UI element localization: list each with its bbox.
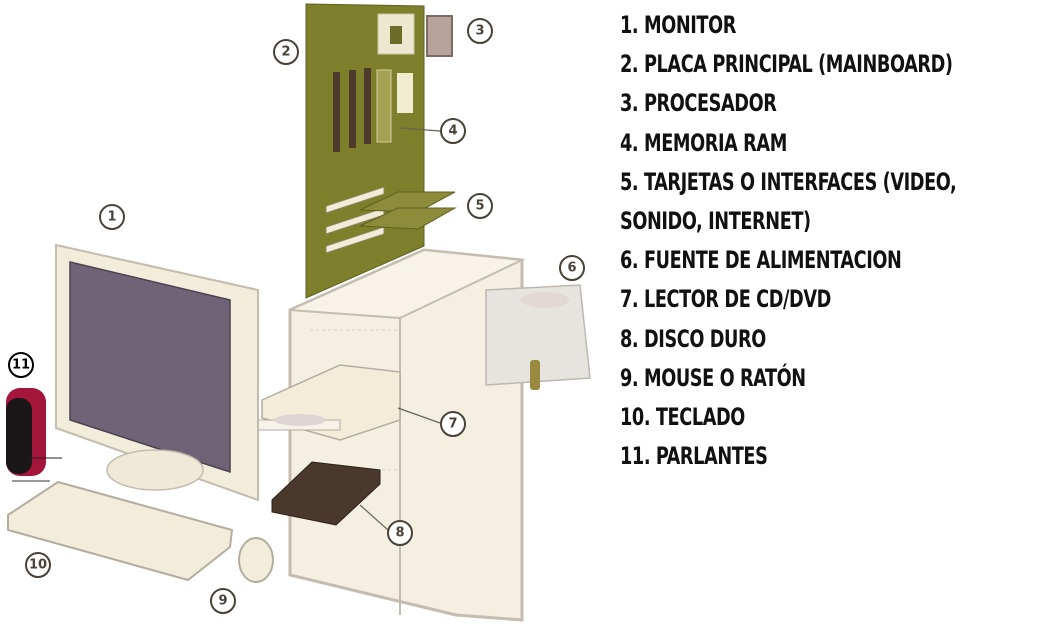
power-supply (485, 284, 591, 390)
legend-item-ram: 4. MEMORIA RAM (620, 128, 787, 157)
legend-item-cd-dvd: 7. LECTOR DE CD/DVD (620, 285, 831, 314)
legend-item-cards: 5. TARJETAS O INTERFACES (VIDEO, (620, 167, 957, 196)
legend-item-mainboard: 2. PLACA PRINCIPAL (MAINBOARD) (620, 50, 953, 79)
callout-7: 7 (440, 411, 466, 437)
svg-text:8: 8 (395, 526, 404, 541)
callout-9: 9 (210, 588, 236, 614)
callout-2: 2 (273, 39, 299, 65)
callout-5: 5 (467, 193, 493, 219)
callout-1: 1 (99, 204, 125, 230)
svg-text:1: 1 (107, 210, 116, 225)
keyboard (7, 480, 234, 582)
legend-item-hard-drive: 8. DISCO DURO (620, 324, 766, 353)
callout-10: 10 (25, 552, 51, 578)
computer-case (288, 248, 526, 622)
callout-3: 3 (467, 18, 493, 44)
monitor (55, 243, 259, 502)
callout-4: 4 (440, 118, 466, 144)
legend-item-cards-cont: SONIDO, INTERNET) (620, 207, 811, 236)
svg-text:6: 6 (567, 261, 576, 276)
callout-11: 11 (8, 352, 34, 378)
svg-text:11: 11 (12, 358, 30, 373)
hard-drive (271, 461, 381, 526)
callout-8: 8 (387, 520, 413, 546)
legend-item-speakers: 11. PARLANTES (620, 442, 768, 471)
legend-item-power-supply: 6. FUENTE DE ALIMENTACION (620, 246, 902, 275)
svg-text:10: 10 (29, 558, 47, 573)
computer-parts-diagram: 1 2 3 4 5 6 7 8 9 10 11 (6, 3, 591, 622)
svg-text:9: 9 (218, 594, 227, 609)
processor (426, 15, 453, 57)
svg-text:7: 7 (448, 417, 457, 432)
callout-6: 6 (559, 255, 585, 281)
legend-item-mouse: 9. MOUSE O RATÓN (620, 363, 806, 392)
svg-text:3: 3 (475, 24, 484, 39)
legend-item-processor: 3. PROCESADOR (620, 89, 777, 118)
speaker (6, 388, 62, 482)
mainboard (305, 3, 457, 299)
svg-text:5: 5 (475, 199, 484, 214)
svg-text:4: 4 (448, 124, 457, 139)
mouse (238, 537, 274, 583)
parts-legend: 1. MONITOR 2. PLACA PRINCIPAL (MAINBOARD… (620, 6, 1030, 476)
legend-item-keyboard: 10. TECLADO (620, 403, 745, 432)
svg-text:2: 2 (281, 45, 290, 60)
cd-dvd-drive (247, 364, 401, 441)
legend-item-monitor: 1. MONITOR (620, 11, 736, 39)
